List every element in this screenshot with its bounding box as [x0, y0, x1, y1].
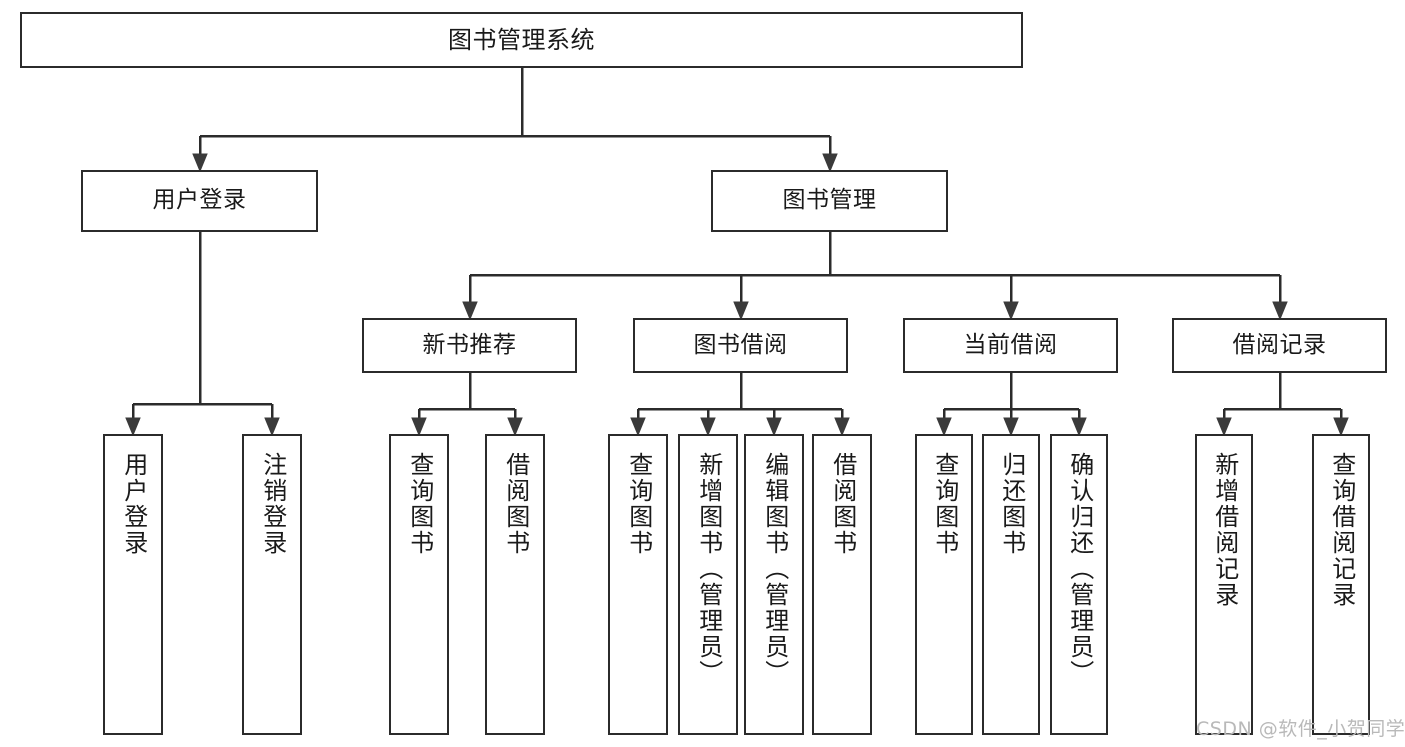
node-label: 用户登录	[119, 452, 148, 556]
node-newbook[interactable]: 新书推荐	[362, 318, 577, 373]
node-records[interactable]: 借阅记录	[1172, 318, 1387, 373]
node-leaf-q1[interactable]: 查询图书	[389, 434, 449, 735]
node-label: 查询借阅记录	[1327, 452, 1356, 608]
node-leaf-addrec[interactable]: 新增借阅记录	[1195, 434, 1253, 735]
node-bookmgmt[interactable]: 图书管理	[711, 170, 948, 232]
node-label: 查询图书	[930, 452, 959, 556]
node-label: 当前借阅	[963, 331, 1058, 358]
node-label: 新书推荐	[422, 331, 517, 358]
node-label: 图书管理	[782, 187, 877, 214]
node-leaf-q3[interactable]: 查询图书	[915, 434, 973, 735]
node-leaf-ret[interactable]: 归还图书	[982, 434, 1040, 735]
node-label: 查询图书	[624, 452, 653, 556]
node-label: 新增图书（管理员）	[694, 452, 723, 686]
node-label: 图书管理系统	[448, 25, 595, 54]
node-leaf-login[interactable]: 用户登录	[103, 434, 163, 735]
node-leaf-edit[interactable]: 编辑图书（管理员）	[744, 434, 804, 735]
csdn-watermark: CSDN @软件_小贺同学	[1196, 718, 1405, 740]
node-leaf-logout[interactable]: 注销登录	[242, 434, 302, 735]
node-label: 查询图书	[405, 452, 434, 556]
node-label: 借阅记录	[1232, 331, 1327, 358]
node-label: 注销登录	[258, 452, 287, 556]
node-label: 编辑图书（管理员）	[760, 452, 789, 686]
node-root[interactable]: 图书管理系统	[20, 12, 1023, 68]
node-current[interactable]: 当前借阅	[903, 318, 1118, 373]
node-leaf-b2[interactable]: 借阅图书	[812, 434, 872, 735]
node-login[interactable]: 用户登录	[81, 170, 318, 232]
node-leaf-q2[interactable]: 查询图书	[608, 434, 668, 735]
node-label: 借阅图书	[501, 452, 530, 556]
node-leaf-add[interactable]: 新增图书（管理员）	[678, 434, 738, 735]
node-leaf-qrec[interactable]: 查询借阅记录	[1312, 434, 1370, 735]
node-label: 借阅图书	[828, 452, 857, 556]
node-label: 图书借阅	[693, 331, 788, 358]
node-borrow[interactable]: 图书借阅	[633, 318, 848, 373]
node-leaf-b1[interactable]: 借阅图书	[485, 434, 545, 735]
node-label: 归还图书	[997, 452, 1026, 556]
node-leaf-cret[interactable]: 确认归还（管理员）	[1050, 434, 1108, 735]
node-label: 新增借阅记录	[1210, 452, 1239, 608]
node-label: 用户登录	[152, 187, 247, 214]
node-label: 确认归还（管理员）	[1065, 452, 1094, 686]
